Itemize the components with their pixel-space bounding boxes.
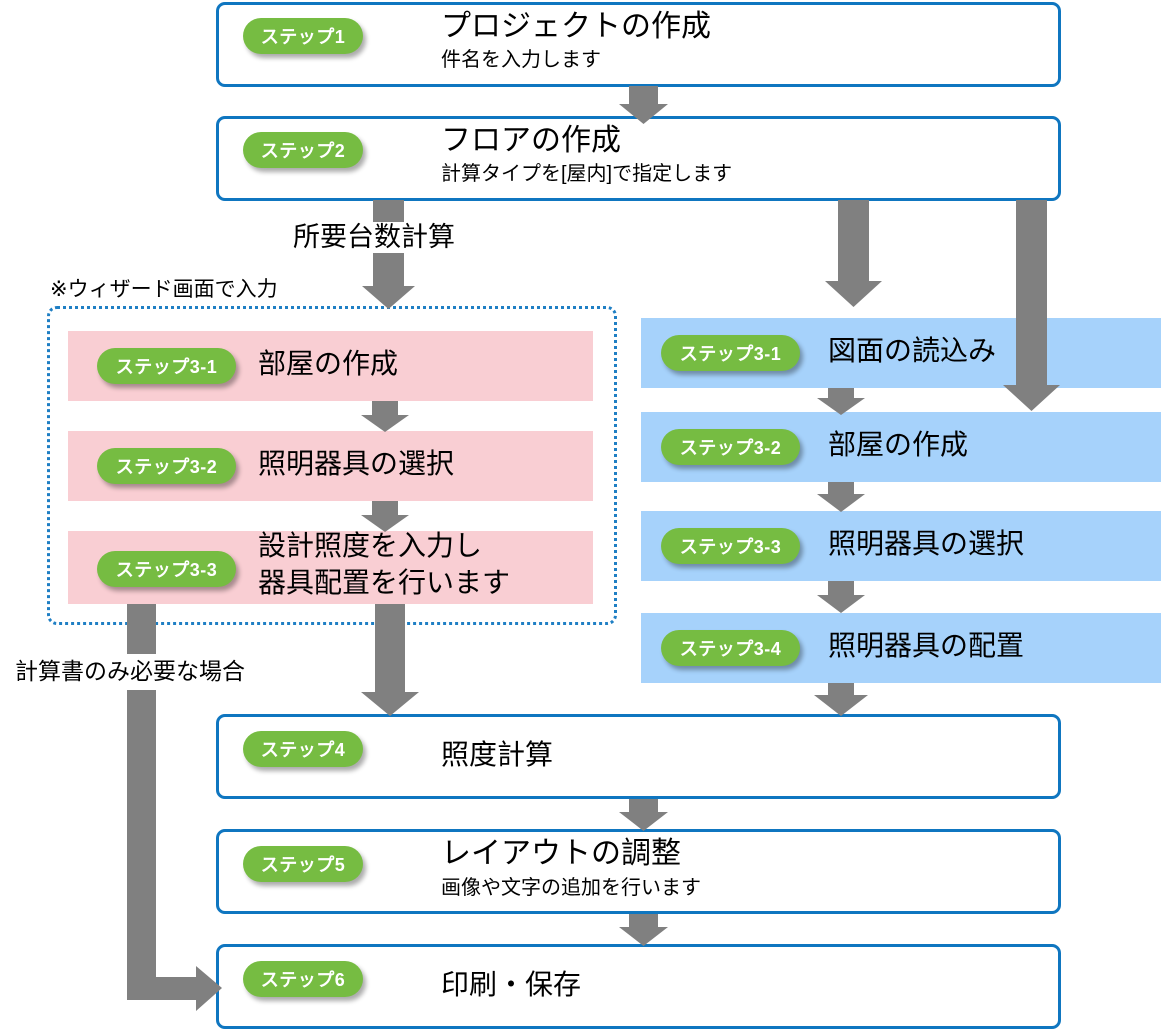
step6-title: 印刷・保存	[441, 969, 582, 1000]
step2-subtitle: 計算タイプを[屋内]で指定します	[441, 163, 733, 185]
plan-step-3-1-badge: ステップ3-1	[661, 335, 800, 371]
wizard-group-container	[47, 306, 617, 625]
arrow-bypass-elbow-to-step6	[127, 690, 222, 1011]
arrow-step2-stub-left	[373, 200, 404, 222]
arrow-plan31-to-plan32	[817, 388, 865, 415]
step2-title: フロアの作成	[441, 124, 621, 157]
wizard-step-3-3-badge: ステップ3-3	[97, 551, 236, 587]
arrow-plan32-to-plan33	[817, 482, 865, 512]
plan-step-3-2-title: 部屋の作成	[828, 429, 969, 460]
wizard-step-3-1-badge: ステップ3-1	[97, 348, 236, 384]
arrow-step5-to-step6	[619, 914, 668, 946]
step2-badge: ステップ2	[243, 132, 363, 168]
arrow-branch-to-wizard	[362, 253, 415, 309]
arrow-plan34-to-step4	[814, 683, 868, 716]
step5-badge: ステップ5	[243, 846, 363, 882]
wizard-step-3-3-title-line1: 設計照度を入力し	[258, 530, 483, 561]
plan-step-3-4-badge: ステップ3-4	[661, 630, 800, 666]
wizard-step-3-2-badge: ステップ3-2	[97, 448, 236, 484]
arrow-plan33-to-plan34	[817, 581, 865, 613]
step5-title: レイアウトの調整	[441, 837, 681, 870]
branch-label-required-count: 所要台数計算	[293, 222, 455, 252]
wizard-step-3-3-title-line2: 器具配置を行います	[258, 567, 511, 598]
plan-step-3-3-badge: ステップ3-3	[661, 528, 800, 564]
step1-title: プロジェクトの作成	[441, 10, 711, 43]
step5-subtitle: 画像や文字の追加を行います	[441, 877, 701, 899]
plan-step-3-1-title: 図面の読込み	[828, 335, 997, 366]
step4-title: 照度計算	[441, 739, 554, 770]
wizard-note: ※ウィザード画面で入力	[50, 278, 278, 301]
wizard-step-3-1-title: 部屋の作成	[258, 348, 399, 379]
plan-step-3-2-badge: ステップ3-2	[661, 429, 800, 465]
step5-box[interactable]	[216, 829, 1061, 914]
step1-subtitle: 件名を入力します	[441, 49, 601, 71]
plan-step-3-4-title: 照明器具の配置	[828, 630, 1025, 661]
step6-badge: ステップ6	[243, 961, 363, 997]
step4-badge: ステップ4	[243, 731, 363, 767]
arrow-step4-to-step5	[619, 799, 668, 831]
step1-badge: ステップ1	[243, 18, 363, 54]
plan-step-3-3-title: 照明器具の選択	[828, 528, 1025, 559]
arrow-step2-to-plan31	[825, 200, 882, 307]
wizard-step-3-2-title: 照明器具の選択	[258, 448, 455, 479]
bypass-label-report-only: 計算書のみ必要な場合	[15, 658, 245, 684]
